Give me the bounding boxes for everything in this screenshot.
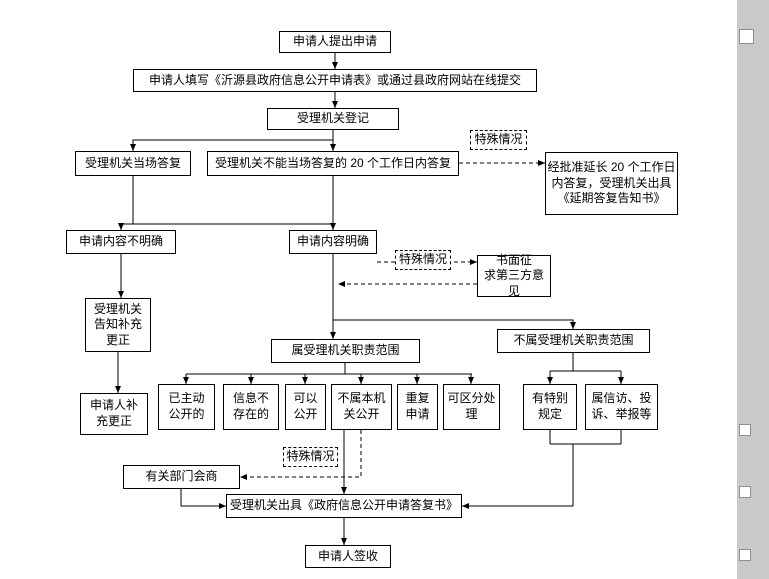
scrollbar-gutter[interactable] [737, 0, 769, 579]
flow-node-special-case-2: 特殊情况 [395, 250, 451, 270]
flow-node-special-rule: 有特别 规定 [523, 384, 577, 430]
flow-node-applicant-supplement: 申请人补 充更正 [80, 393, 148, 435]
flow-node-already-public: 已主动 公开的 [158, 384, 215, 430]
flow-node-content-unclear: 申请内容不明确 [66, 230, 176, 254]
flow-node-content-clear: 申请内容明确 [289, 230, 377, 254]
flow-node-dept-consult: 有关部门会商 [123, 465, 240, 489]
flow-node-onspot-reply: 受理机关当场答复 [75, 151, 191, 176]
flow-node-petition: 属信访、投 诉、举报等 [585, 384, 658, 430]
flow-node-out-scope: 不属受理机关职责范围 [497, 329, 650, 353]
scroll-marker-0 [739, 29, 754, 44]
flow-node-third-party: 书面征 求第三方意见 [477, 253, 551, 298]
scroll-marker-3 [739, 549, 751, 561]
flow-node-register: 受理机关登记 [267, 108, 399, 130]
flow-edge-26 [180, 489, 226, 509]
flow-edge-3 [130, 139, 333, 151]
flow-node-in-scope: 属受理机关职责范围 [271, 339, 420, 363]
flow-node-divisible: 可区分处 理 [443, 384, 500, 430]
flow-node-special-case-3: 特殊情况 [283, 447, 338, 467]
flow-node-not-this-organ: 不属本机 关公开 [331, 384, 392, 430]
flow-node-issue-reply: 受理机关出具《政府信息公开申请答复书》 [226, 494, 462, 518]
flow-edge-30 [462, 444, 574, 509]
flow-edge-11 [333, 319, 576, 329]
flow-edge-6 [118, 223, 333, 230]
flow-node-start: 申请人提出申请 [279, 31, 391, 53]
flow-node-repeat-apply: 重复 申请 [397, 384, 438, 430]
flow-node-not-onspot-reply: 受理机关不能当场答复的 20 个工作日内答复 [207, 151, 459, 176]
flow-node-fill-form: 申请人填写《沂源县政府信息公开申请表》或通过县政府网站在线提交 [133, 69, 537, 92]
scroll-marker-2 [739, 486, 751, 498]
flow-node-sign-receive: 申请人签收 [305, 545, 391, 568]
flow-node-notify-supplement: 受理机关 告知补充 更正 [85, 298, 151, 352]
flow-node-not-exist: 信息不 存在的 [223, 384, 279, 430]
flow-edge-24 [240, 430, 362, 480]
scroll-marker-1 [739, 424, 751, 436]
flow-node-special-case-1: 特殊情况 [470, 130, 527, 150]
flow-node-can-public: 可以 公开 [285, 384, 326, 430]
flow-node-extend-reply: 经批准延长 20 个工作日 内答复，受理机关出具 《延期答复告知书》 [545, 152, 678, 215]
